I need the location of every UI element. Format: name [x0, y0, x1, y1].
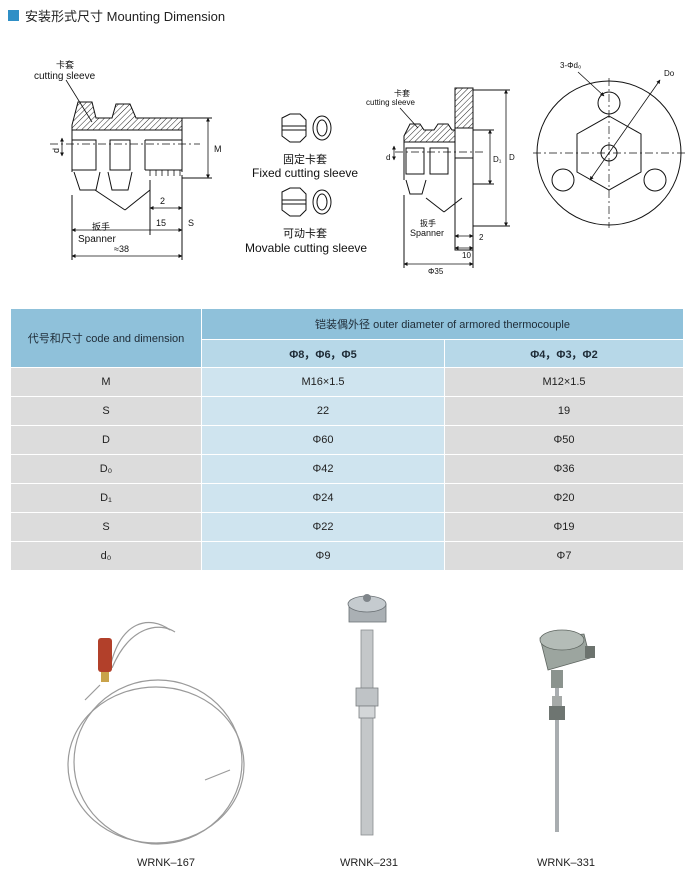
- section-title: 安装形式尺寸 Mounting Dimension: [8, 6, 225, 24]
- front-Do-label: Do: [664, 69, 675, 78]
- section-title-text: 安装形式尺寸 Mounting Dimension: [25, 8, 226, 24]
- table-cell-v2: Φ50: [444, 425, 684, 455]
- table-cell-code: D: [10, 425, 202, 455]
- product-images: [0, 590, 688, 887]
- flange-spanner-cn: 扳手: [420, 218, 436, 228]
- table-cell-v2: Φ7: [444, 541, 684, 571]
- left-S-label: S: [188, 218, 194, 228]
- table-row: d₀ Φ9 Φ7: [10, 541, 684, 571]
- table-group-header: 铠装偶外径 outer diameter of armored thermoco…: [201, 308, 684, 340]
- table-cell-code: d₀: [10, 541, 202, 571]
- flange-d-label: d: [386, 153, 390, 162]
- left-sleeve-en: cutting sleeve: [34, 71, 96, 82]
- left-sleeve-cn: 卡套: [56, 59, 74, 70]
- table-cell-v1: M16×1.5: [201, 367, 445, 397]
- product-caption-wrnk-331: WRNK–331: [536, 857, 596, 869]
- movable-sleeve-en: Movable cutting sleeve: [245, 241, 367, 255]
- table-cell-v2: Φ36: [444, 454, 684, 484]
- table-sub-header-2: Φ4，Φ3，Φ2: [444, 339, 684, 368]
- table-row: S 22 19: [10, 396, 684, 426]
- left-dim-2: 2: [160, 196, 165, 206]
- wrnk-331-image: [539, 629, 595, 832]
- table-sub-header-1: Φ8，Φ6，Φ5: [201, 339, 445, 368]
- table-cell-v2: 19: [444, 396, 684, 426]
- flange-fitting: [392, 87, 510, 268]
- table-row: D₁ Φ24 Φ20: [10, 483, 684, 513]
- table-cell-code: D₁: [10, 483, 202, 513]
- wrnk-167-sleeve-icon: [98, 638, 112, 672]
- flange-sleeve-cn: 卡套: [394, 88, 410, 98]
- table-row: S Φ22 Φ19: [10, 512, 684, 542]
- left-M-label: M: [214, 144, 222, 154]
- dimension-table: 代号和尺寸 code and dimension 铠装偶外径 outer dia…: [10, 308, 684, 571]
- wrnk-167-fitting-icon: [101, 672, 109, 682]
- table-col-label: 代号和尺寸 code and dimension: [10, 308, 202, 368]
- product-images-svg: [67, 594, 595, 845]
- fixed-sleeve-cn: 固定卡套: [283, 152, 327, 166]
- movable-sleeve-icon: [281, 187, 332, 217]
- table-cell-v2: M12×1.5: [444, 367, 684, 397]
- left-dim-15: 15: [156, 218, 166, 228]
- table-cell-v1: Φ42: [201, 454, 445, 484]
- left-fitting: [50, 79, 212, 260]
- flange-dim-2: 2: [479, 233, 484, 242]
- flange-dim-35: Φ35: [428, 267, 444, 276]
- table-cell-code: D₀: [10, 454, 202, 484]
- table-cell-code: S: [10, 512, 202, 542]
- table-cell-v2: Φ20: [444, 483, 684, 513]
- wrnk-167-image: [67, 622, 245, 845]
- table-cell-v1: Φ60: [201, 425, 445, 455]
- table-row: D Φ60 Φ50: [10, 425, 684, 455]
- table-cell-v1: 22: [201, 396, 445, 426]
- table-cell-v2: Φ19: [444, 512, 684, 542]
- flange-front-view: [533, 71, 685, 228]
- table-row: D₀ Φ42 Φ36: [10, 454, 684, 484]
- front-holes-label: 3-Φd₀: [560, 61, 581, 70]
- left-spanner-en: Spanner: [78, 234, 116, 245]
- flange-sleeve-en: cutting sleeve: [366, 98, 415, 107]
- movable-sleeve-cn: 可动卡套: [283, 227, 327, 240]
- mounting-drawings-svg: 卡套 cutting sleeve d M 2 15 S 扳手 Spanner …: [34, 59, 685, 276]
- table-cell-v1: Φ9: [201, 541, 445, 571]
- fixed-sleeve-en: Fixed cutting sleeve: [252, 166, 358, 180]
- flange-D1-label: D₁: [493, 155, 502, 164]
- fixed-sleeve-icon: [281, 113, 332, 143]
- table-cell-v1: Φ24: [201, 483, 445, 513]
- table-cell-v1: Φ22: [201, 512, 445, 542]
- section-marker-icon: [8, 9, 19, 21]
- table-row: M M16×1.5 M12×1.5: [10, 367, 684, 397]
- table-cell-code: M: [10, 367, 202, 397]
- product-caption-wrnk-231: WRNK–231: [339, 857, 399, 869]
- product-caption-wrnk-167: WRNK–167: [136, 857, 196, 869]
- left-d-label: d: [51, 148, 61, 153]
- wrnk-231-image: [347, 594, 387, 836]
- flange-dim-10: 10: [462, 251, 471, 260]
- flange-D-label: D: [509, 153, 515, 162]
- left-dim-38: ≈38: [114, 244, 129, 254]
- left-spanner-cn: 扳手: [92, 221, 110, 232]
- mounting-drawings: 卡套 cutting sleeve d M 2 15 S 扳手 Spanner …: [0, 30, 688, 292]
- table-cell-code: S: [10, 396, 202, 426]
- flange-spanner-en: Spanner: [410, 228, 444, 238]
